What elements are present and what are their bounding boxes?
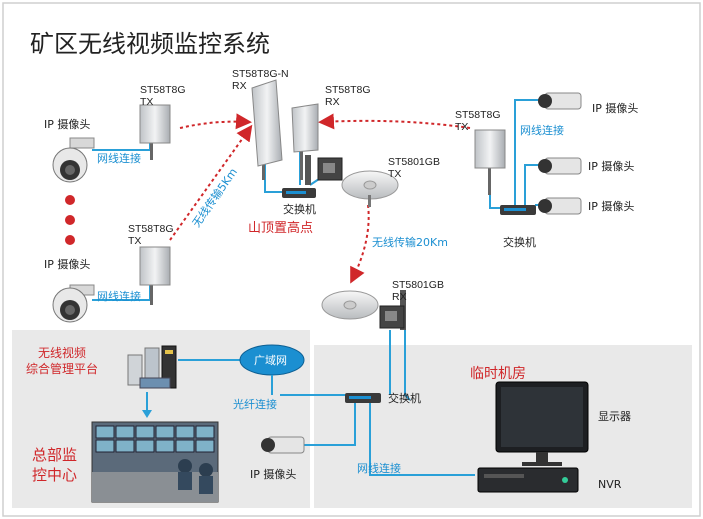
ellipsis-dot-1	[65, 195, 75, 205]
cable-link-label-3: 网线连接	[520, 123, 564, 137]
wireless-link-5km	[169, 124, 253, 241]
wan-label: 广域网	[254, 354, 287, 367]
bullet-camera-2	[538, 157, 582, 175]
cable-link-label-1: 网线连接	[97, 151, 141, 165]
platform-label-line2: 综合管理平台	[26, 361, 98, 376]
dish-antenna-tx	[341, 170, 399, 207]
ip-camera-label-3: IP 摄像头	[592, 101, 638, 115]
panel-antenna-left-top	[139, 104, 171, 160]
control-room-photo	[91, 421, 219, 503]
temp-room-label: 临时机房	[470, 366, 526, 382]
bullet-camera-bottom	[261, 436, 305, 454]
device-label-st58n-rx: ST58T8G-N	[232, 68, 289, 80]
switch-right	[500, 205, 536, 215]
switch-top	[282, 188, 316, 198]
device-rx-1: RX	[232, 80, 247, 92]
device-label-st5801-rx: ST5801GB	[392, 279, 444, 291]
ip-camera-label-1: IP 摄像头	[44, 117, 90, 131]
wireless-20km-label: 无线传输20Km	[372, 235, 448, 249]
display-label: 显示器	[598, 410, 631, 423]
device-label-st58-tx-1: ST58T8G	[140, 84, 186, 96]
dome-camera-bottom	[52, 284, 95, 323]
nvr-label: NVR	[598, 478, 622, 491]
device-tx-4: TX	[455, 121, 468, 133]
panel-antenna-n-rx	[251, 79, 283, 180]
nvr-unit	[477, 467, 579, 493]
bullet-camera-3	[538, 197, 582, 215]
device-tx-3: TX	[388, 168, 401, 180]
hq-label-line2: 控中心	[32, 466, 77, 484]
dish-antenna-rx	[321, 290, 406, 330]
mountain-top-label: 山顶置高点	[248, 220, 313, 236]
bullet-camera-1	[538, 92, 582, 110]
bridge-unit-top	[305, 155, 343, 185]
ellipsis-dot-2	[65, 215, 75, 225]
wireless-link-20km	[350, 204, 370, 284]
device-tx-1: TX	[140, 96, 153, 108]
switch-label-top: 交换机	[283, 202, 316, 216]
ip-camera-label-6: IP 摄像头	[250, 467, 296, 481]
switch-label-right: 交换机	[503, 235, 536, 249]
monitor	[495, 381, 589, 466]
ip-camera-label-2: IP 摄像头	[44, 257, 90, 271]
device-rx-2: RX	[325, 96, 340, 108]
device-label-st5801-tx: ST5801GB	[388, 156, 440, 168]
cable-link-label-2: 网线连接	[97, 289, 141, 303]
panel-antenna-left-bottom	[139, 246, 171, 305]
device-label-st58-rx: ST58T8G	[325, 84, 371, 96]
switch-label-bottom: 交换机	[388, 391, 421, 405]
cable-link-label-4: 网线连接	[357, 461, 401, 475]
device-label-st58-tx-2: ST58T8G	[128, 223, 174, 235]
platform-label-line1: 无线视频	[38, 345, 86, 360]
page-title: 矿区无线视频监控系统	[30, 30, 270, 58]
wireless-link-top-left	[179, 113, 252, 130]
ellipsis-dot-3	[65, 235, 75, 245]
ip-camera-label-5: IP 摄像头	[588, 199, 634, 213]
device-label-st58-tx-3: ST58T8G	[455, 109, 501, 121]
switch-bottom	[345, 393, 381, 403]
panel-antenna-right	[474, 129, 506, 195]
down-arrow-head	[142, 410, 152, 418]
server-rack-group	[127, 345, 177, 389]
fiber-link-label: 光纤连接	[233, 397, 277, 411]
device-tx-2: TX	[128, 235, 141, 247]
dome-camera-top	[52, 137, 95, 183]
ip-camera-label-4: IP 摄像头	[588, 159, 634, 173]
panel-antenna-rx	[291, 103, 319, 180]
wireless-link-right	[318, 113, 471, 130]
device-rx-3: RX	[392, 291, 407, 303]
hq-label-line1: 总部监	[32, 446, 77, 464]
